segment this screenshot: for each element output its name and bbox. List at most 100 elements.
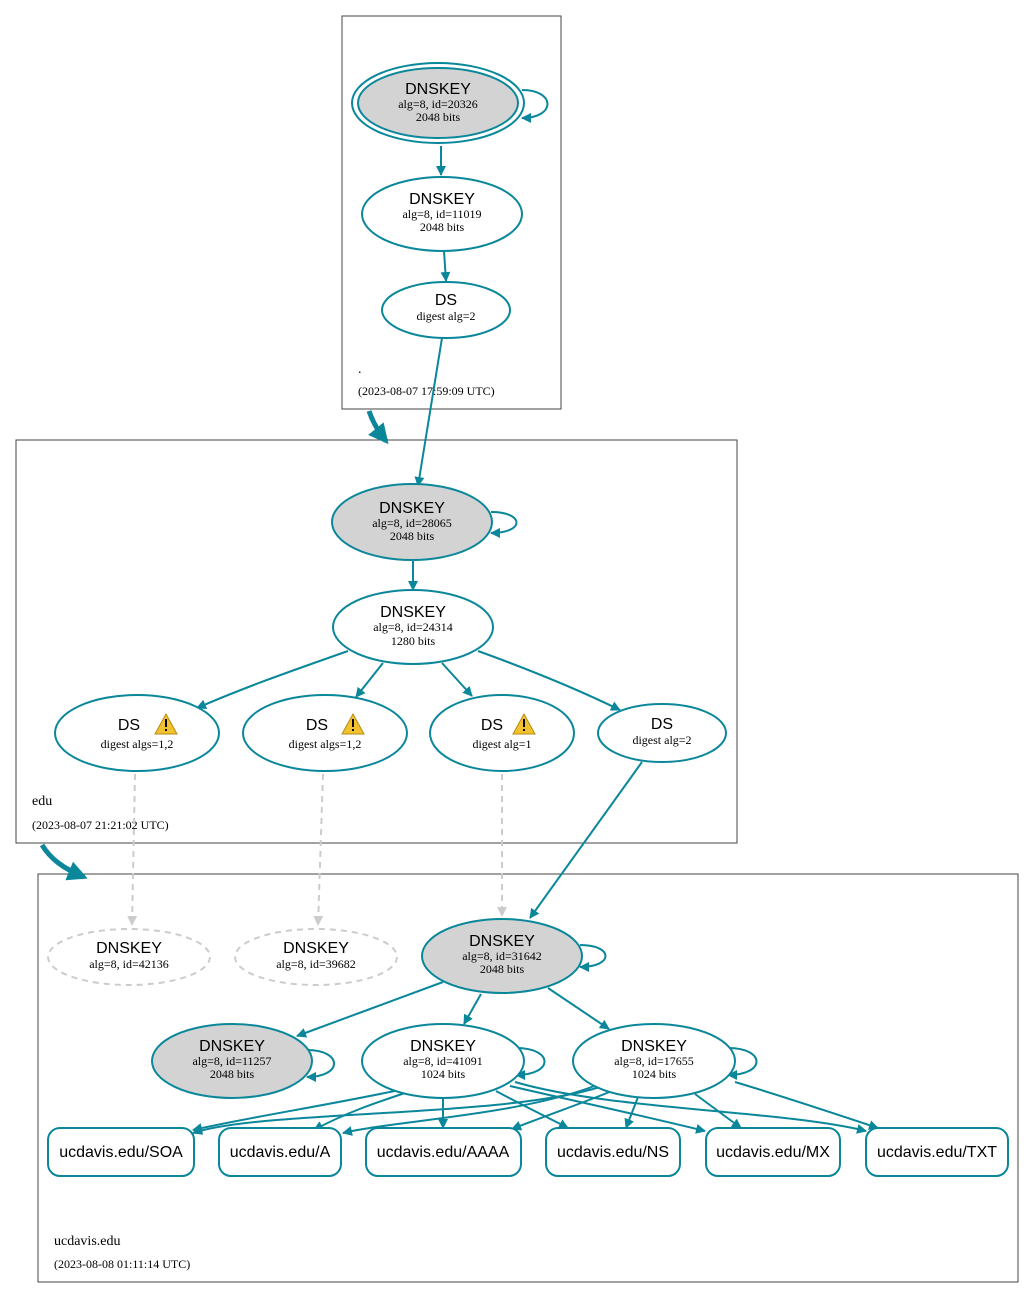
node-uc-11257-alg: alg=8, id=11257: [192, 1054, 271, 1068]
node-uc-11257-title: DNSKEY: [199, 1038, 265, 1055]
node-uc-missing-42136[interactable]: DNSKEY alg=8, id=42136: [47, 928, 211, 986]
node-uc-ksk-title: DNSKEY: [469, 933, 535, 950]
node-edu-zsk[interactable]: DNSKEY alg=8, id=24314 1280 bits: [332, 589, 494, 665]
zone-ucdavis-box: [37, 873, 1019, 1283]
edge-edu-zsk-to-ds3: [441, 662, 473, 697]
node-root-ds-title: DS: [435, 292, 457, 309]
node-edu-ksk-alg: alg=8, id=28065: [372, 516, 452, 530]
node-edu-ds1-digest: digest algs=1,2: [101, 737, 174, 751]
node-uc-17655-bits: 1024 bits: [632, 1067, 677, 1081]
edge-uc-ksk-to-11257: [296, 981, 444, 1038]
edge-edu-ds2-to-missing2: [313, 773, 324, 926]
delegation-edu-ucdavis-arrow: [39, 843, 88, 881]
node-edu-zsk-alg: alg=8, id=24314: [373, 620, 453, 634]
record-mx-label: ucdavis.edu/MX: [716, 1144, 830, 1161]
node-uc-ksk-alg: alg=8, id=31642: [462, 949, 542, 963]
node-uc-missing-42136-title: DNSKEY: [96, 940, 162, 957]
zone-ucdavis-timestamp: (2023-08-08 01:11:14 UTC): [54, 1257, 190, 1271]
record-txt-label: ucdavis.edu/TXT: [877, 1144, 997, 1161]
edge-41091-to-txt: [514, 1081, 867, 1134]
node-edu-ds1-title: DS: [118, 717, 140, 734]
node-uc-17655-alg: alg=8, id=17655: [614, 1054, 694, 1068]
node-uc-missing-39682-alg: alg=8, id=39682: [276, 957, 356, 971]
node-root-zsk-alg: alg=8, id=11019: [402, 207, 481, 221]
node-uc-41091-bits: 1024 bits: [421, 1067, 466, 1081]
record-a[interactable]: ucdavis.edu/A: [218, 1127, 342, 1177]
node-uc-missing-42136-alg: alg=8, id=42136: [89, 957, 169, 971]
node-edu-ksk-bits: 2048 bits: [390, 529, 435, 543]
zone-ucdavis-name: ucdavis.edu: [54, 1234, 120, 1249]
record-soa[interactable]: ucdavis.edu/SOA: [47, 1127, 195, 1177]
edge-root-ksk-self: [521, 89, 549, 123]
zone-ucdavis: ucdavis.edu (2023-08-08 01:11:14 UTC): [37, 873, 1019, 1283]
edge-uc-ksk-to-17655: [547, 987, 610, 1030]
node-edu-ds4-digest: digest alg=2: [632, 733, 691, 747]
node-edu-zsk-bits: 1280 bits: [391, 634, 436, 648]
record-aaaa[interactable]: ucdavis.edu/AAAA: [365, 1127, 522, 1177]
edge-edu-zsk-to-ds2: [355, 662, 384, 698]
edge-41091-to-a: [313, 1091, 409, 1131]
node-edu-ds3[interactable]: DS digest alg=1: [429, 694, 575, 772]
node-root-ds-digest: digest alg=2: [416, 309, 475, 323]
edge-41091-to-ns: [495, 1090, 569, 1129]
edge-root-ds-to-edu-ksk: [414, 337, 443, 487]
node-edu-ds1[interactable]: DS digest algs=1,2: [54, 694, 220, 772]
node-uc-ksk[interactable]: DNSKEY alg=8, id=31642 2048 bits: [421, 918, 583, 994]
edge-uc-41091-self: [515, 1047, 546, 1080]
node-edu-ds2[interactable]: DS digest algs=1,2: [242, 694, 408, 772]
warning-icon: [512, 712, 536, 735]
record-txt[interactable]: ucdavis.edu/TXT: [865, 1127, 1009, 1177]
zone-root-timestamp: (2023-08-07 17:59:09 UTC): [358, 384, 495, 398]
node-uc-17655[interactable]: DNSKEY alg=8, id=17655 1024 bits: [572, 1023, 736, 1099]
delegation-root-edu-arrow: [366, 410, 389, 445]
zone-edu-timestamp: (2023-08-07 21:21:02 UTC): [32, 818, 169, 832]
edge-uc-ksk-to-41091: [463, 993, 482, 1025]
edge-41091-to-mx: [509, 1085, 706, 1134]
node-uc-41091-alg: alg=8, id=41091: [403, 1054, 483, 1068]
record-soa-label: ucdavis.edu/SOA: [59, 1144, 183, 1161]
edge-17655-to-ns: [624, 1096, 639, 1129]
node-uc-41091-title: DNSKEY: [410, 1038, 476, 1055]
node-root-zsk-title: DNSKEY: [409, 191, 475, 208]
node-root-ksk-alg: alg=8, id=20326: [398, 97, 478, 111]
edge-uc-11257-self: [306, 1049, 335, 1082]
node-root-zsk[interactable]: DNSKEY alg=8, id=11019 2048 bits: [361, 176, 523, 252]
zone-edu-name: edu: [32, 794, 52, 809]
edge-17655-to-aaaa: [511, 1090, 613, 1131]
node-uc-41091[interactable]: DNSKEY alg=8, id=41091 1024 bits: [361, 1023, 525, 1099]
record-aaaa-label: ucdavis.edu/AAAA: [377, 1144, 510, 1161]
edge-edu-ds1-to-missing1: [127, 773, 138, 926]
node-uc-11257-bits: 2048 bits: [210, 1067, 255, 1081]
edge-root-zsk-to-ds: [440, 250, 451, 282]
node-edu-ds4[interactable]: DS digest alg=2: [597, 703, 727, 763]
edge-edu-ksk-self: [490, 511, 518, 538]
node-uc-missing-39682[interactable]: DNSKEY alg=8, id=39682: [234, 928, 398, 986]
zone-root-name: .: [358, 362, 362, 377]
edge-edu-zsk-to-ds4: [477, 650, 621, 711]
node-edu-ds2-title: DS: [306, 717, 328, 734]
record-ns[interactable]: ucdavis.edu/NS: [545, 1127, 681, 1177]
node-edu-ds3-digest: digest alg=1: [472, 737, 531, 751]
edge-17655-to-mx: [694, 1093, 742, 1129]
edge-41091-to-soa: [192, 1088, 405, 1133]
edge-edu-zsk-to-ds1: [196, 650, 349, 710]
edge-17655-to-txt: [734, 1081, 879, 1130]
warning-icon: [341, 712, 365, 735]
node-root-ds[interactable]: DS digest alg=2: [381, 281, 511, 339]
node-root-ksk-bits: 2048 bits: [416, 110, 461, 124]
edge-edu-ds4-to-uc-ksk: [529, 761, 643, 919]
node-edu-ksk[interactable]: DNSKEY alg=8, id=28065 2048 bits: [331, 483, 493, 561]
record-mx[interactable]: ucdavis.edu/MX: [705, 1127, 841, 1177]
node-uc-ksk-bits: 2048 bits: [480, 962, 525, 976]
node-edu-ksk-title: DNSKEY: [379, 500, 445, 517]
node-uc-11257[interactable]: DNSKEY alg=8, id=11257 2048 bits: [151, 1023, 313, 1099]
node-uc-missing-39682-title: DNSKEY: [283, 940, 349, 957]
edge-17655-to-soa: [192, 1086, 601, 1135]
warning-icon: [154, 712, 178, 735]
node-edu-ds2-digest: digest algs=1,2: [289, 737, 362, 751]
node-edu-ds3-title: DS: [481, 717, 503, 734]
node-edu-ds4-title: DS: [651, 716, 673, 733]
record-a-label: ucdavis.edu/A: [230, 1144, 331, 1161]
record-ns-label: ucdavis.edu/NS: [557, 1144, 669, 1161]
node-root-ksk[interactable]: DNSKEY alg=8, id=20326 2048 bits: [351, 62, 525, 144]
